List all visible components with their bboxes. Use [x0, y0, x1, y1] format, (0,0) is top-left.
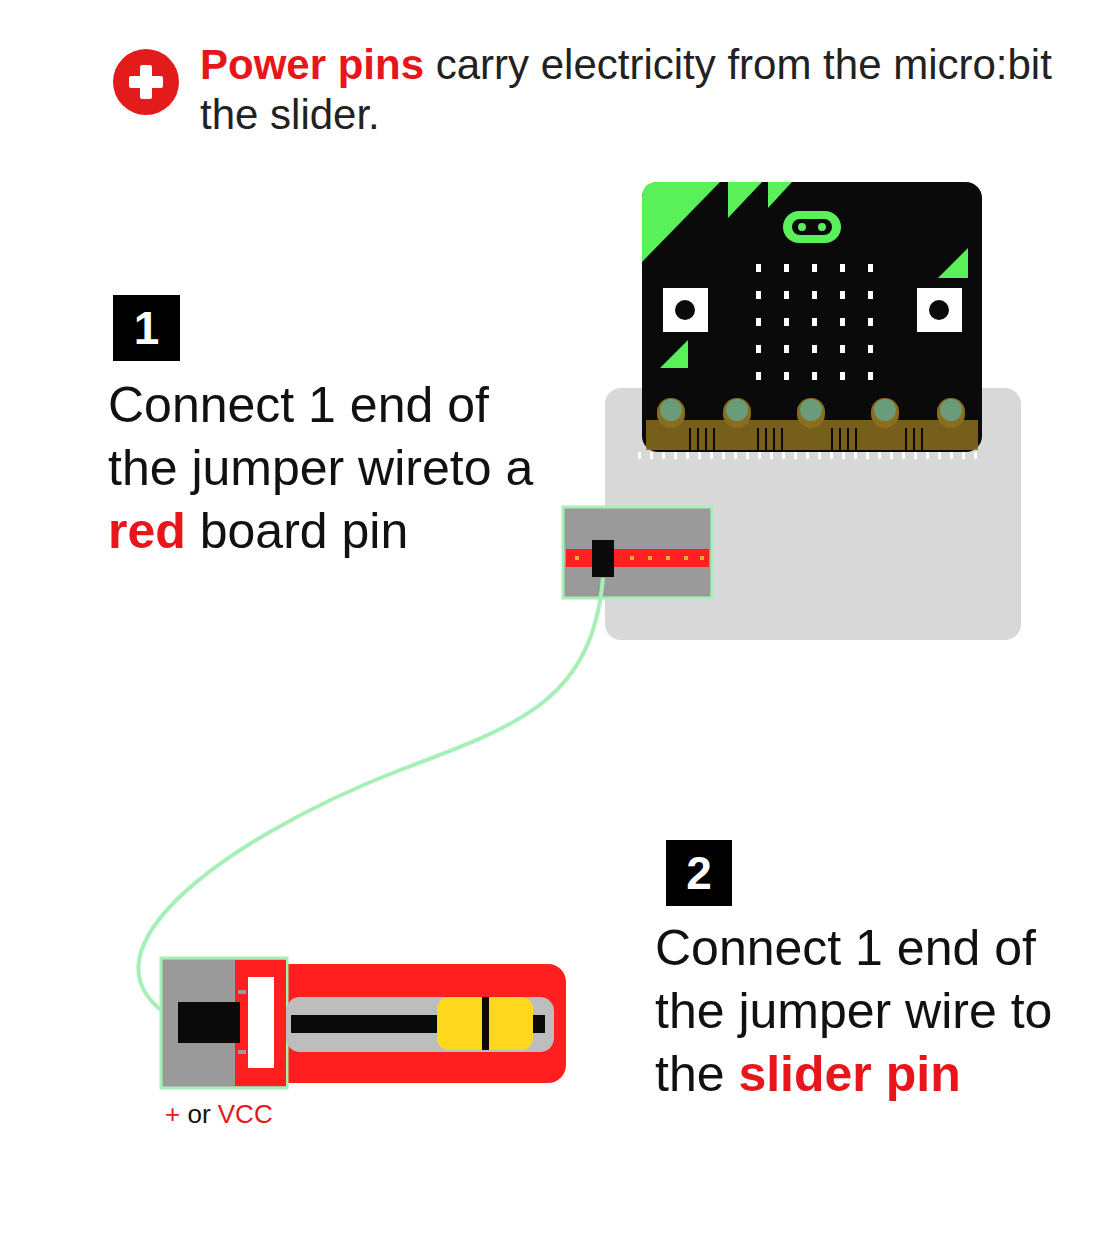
note-text: Power pins carry electricity from the mi… — [200, 40, 1080, 140]
pin-label: + or VCC — [165, 1097, 273, 1131]
callout-number: 1 — [134, 305, 160, 351]
callout-number: 1 — [113, 295, 180, 361]
slider — [161, 958, 566, 1088]
highlight-word: slider pin — [738, 1046, 960, 1102]
instruction: Connect 1 end of the jumper wireto a — [108, 377, 533, 496]
power-strip — [563, 507, 712, 598]
callout-number: 2 — [666, 840, 732, 906]
pin-name: + — [165, 1099, 180, 1129]
callout-number: 2 — [686, 850, 712, 896]
highlight-word: red — [108, 503, 186, 559]
pin-name: or — [187, 1099, 210, 1129]
instruction-text: Connect 1 end of the jumper wireto a red… — [108, 374, 558, 563]
pin-name: VCC — [218, 1099, 273, 1129]
power-icon — [113, 49, 179, 115]
jumper-wire — [138, 578, 603, 1022]
microbit — [642, 182, 982, 452]
instruction: board pin — [200, 503, 409, 559]
instruction-text: Connect 1 end of the jumper wire to the … — [655, 917, 1095, 1106]
power-pins-term: Power pins — [200, 41, 424, 88]
connector-ticks — [638, 452, 977, 459]
